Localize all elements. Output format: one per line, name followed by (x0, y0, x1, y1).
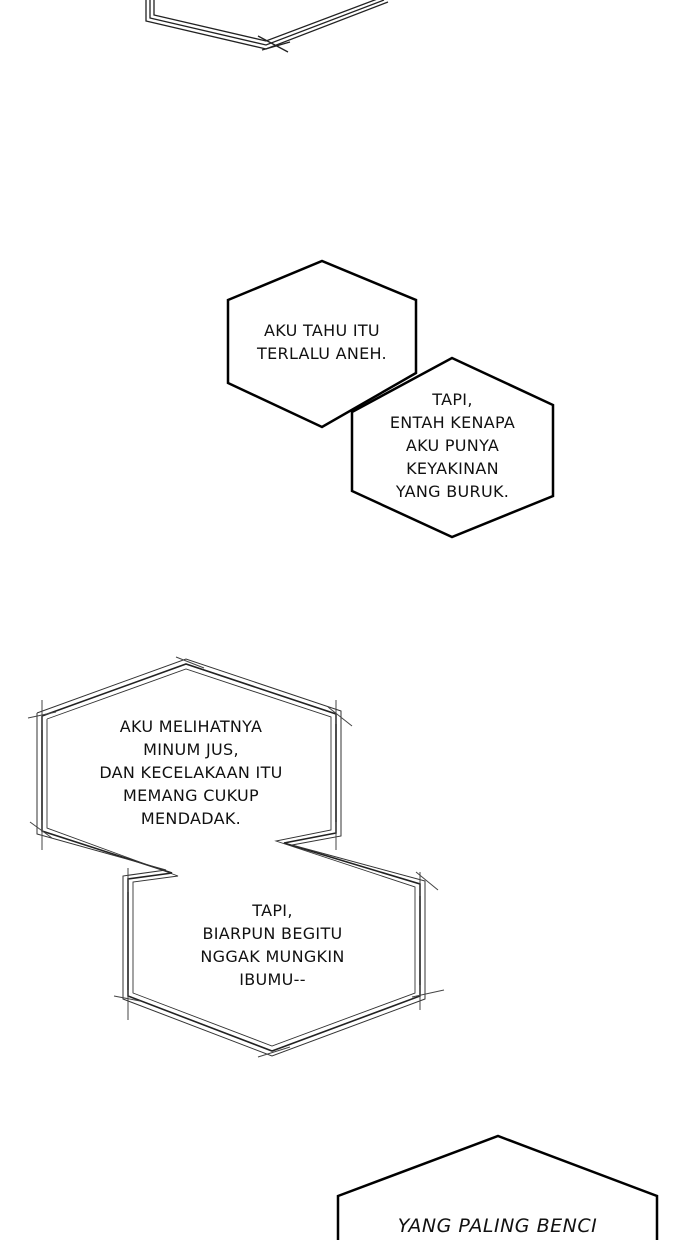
bubble-2-text: TAPI, ENTAH KENAPA AKU PUNYA KEYAKINAN Y… (389, 390, 516, 501)
bubble-2-outline (350, 356, 555, 539)
bubble-1-text: AKU TAHU ITU TERLALU ANEH. (257, 321, 387, 363)
bubble-4-text: TAPI, BIARPUN BEGITU NGGAK MUNGKIN IBUMU… (200, 901, 345, 989)
bubble-1-outline (226, 259, 418, 429)
bubble-3-text: AKU MELIHATNYA MINUM JUS, DAN KECELAKAAN… (99, 717, 283, 828)
bubble-3-4-outline (27, 656, 445, 1058)
top-bubble-fragment (145, 0, 389, 53)
bubble-5-text: YANG PALING BENCI (397, 1215, 598, 1237)
bubble-5-outline (336, 1134, 659, 1240)
